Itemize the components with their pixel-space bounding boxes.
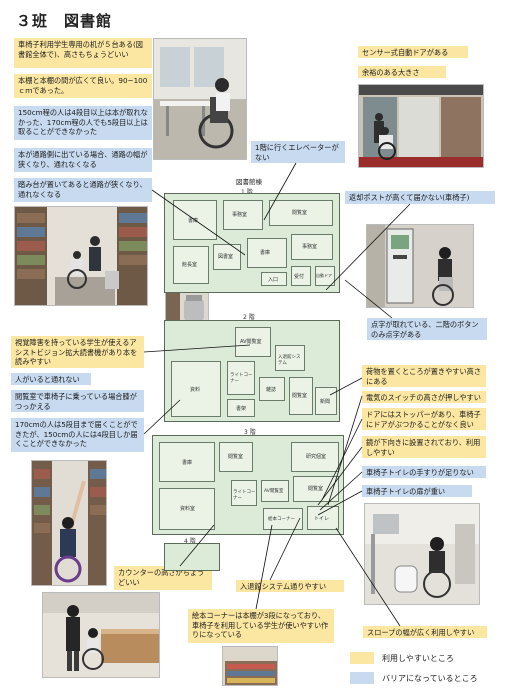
note-luggage-shelf: 荷物を置くところが置きやすい高さにある [362,365,486,387]
floor2-room: 閲覧室 [289,377,313,415]
note-books-in-aisle: 本が通路側に出ている場合、通路の幅が狭くなり、通れなくなる [14,148,152,172]
floor3-room: ライトコーナー [231,480,257,506]
floor2-room: 書架 [227,399,255,417]
photo-shelf-reach [31,460,107,586]
floor4-plan [164,543,220,571]
photo-bookshelf-aisle [14,206,148,306]
floor1-room: 図書室 [213,244,241,270]
photo-return-box [366,224,474,308]
note-light-switch: 電気のスイッチの高さが押しやすい [362,391,486,403]
floor1-plan: 書庫 事務室 閲覧室 館長室 図書室 書庫 事務室 入口 受付 自動ドア [164,193,340,293]
floor4-label: 4 階 [184,538,196,545]
floor2-room: ライトコーナー [227,361,255,395]
note-assistive-reader: 視覚障害を持っている学生が使えるアシストビジョン拡大読書機があり本を読みやすい [11,336,144,368]
floor3-room: 資料室 [159,488,215,530]
floor2-room: AV閲覧室 [235,327,271,357]
floor3-plan: 書庫 閲覧室 研究個室 資料室 ライトコーナー AV閲覧室 閲覧室 絵本コーナー… [152,435,344,535]
floor1-room: 事務室 [223,200,263,230]
floor3-label: 3 階 [244,429,256,436]
note-gate-system: 入退館システム通りやすい [236,580,344,592]
floor1-room: 書庫 [247,238,287,268]
photo-wheelchair-desk [153,38,247,160]
floor1-room: 受付 [291,266,311,286]
floor3-room: 閲覧室 [219,442,253,472]
photo-auto-door [358,84,484,168]
note-desk-height: 車椅子利用学生専用の机が５台ある(図書館全体で)、高さもちょうどいい [14,38,152,68]
legend-usable-swatch [350,652,374,664]
floor1-room: 閲覧室 [269,200,333,226]
note-step-stool: 踏み台が置いてあると通路が狭くなり、通れなくなる [14,178,152,202]
note-return-box: 返却ポストが高くて届かない(車椅子) [345,191,495,204]
note-elevator: 1階に行くエレベーターがない [251,141,345,163]
floor2-room: 資料 [171,361,221,417]
note-shelf-gap: 本棚と本棚の間が広くて良い。90~100ｃｍであった。 [14,74,152,98]
floor1-room: 入口 [261,272,287,286]
photo-accessible-toilet [364,503,480,605]
legend-usable-label: 利用しやすいところ [382,654,454,663]
note-shelf-reach-150: 150cm程の人は4段目以上は本が取れなかった、170cm程の人でも5段目以上は… [14,106,152,140]
floor1-room: 自動ドア [315,266,335,286]
note-door-stopper: ドアにはストッパーがあり、車椅子にドアがぶつかることがなく良い [362,408,486,430]
note-auto-door: センサー式自動ドアがある [358,46,468,58]
floor3-room: 研究個室 [291,442,339,472]
note-mirror: 鏡が下向きに設置されており、利用しやすい [362,436,486,458]
note-handrail: 車椅子トイレの手すりが足りない [362,466,486,478]
floor3-room: AV閲覧室 [261,480,289,502]
photo-counter [42,592,160,678]
note-crowded: 人がいると通れない [11,373,91,385]
photo-picture-books [222,646,278,686]
floor2-label: 2 階 [243,314,255,321]
note-shelf-reach-170: 170cmの人は5段目まで届くことができたが、150cmの人には4段目しか届くこ… [11,418,144,452]
floor1-room: 館長室 [173,246,209,284]
note-toilet-door: 車椅子トイレの扉が重い [362,485,472,497]
floor2-room: 入退館システム [275,345,305,371]
note-reading-room: 閲覧室で車椅子に乗っている場合膝がつっかえる [11,390,144,412]
legend-barrier-label: バリアになっているところ [382,674,478,683]
note-picture-books: 絵本コーナーは本棚が3段になっており、車椅子を利用している学生が使いやすい作りに… [188,609,334,643]
floor3-room: 絵本コーナー [263,508,303,530]
floor1-label: 1 階 [241,187,253,196]
note-braille: 点字が取れている、二階のボタンのみ点字がある [367,318,487,340]
page-title: ３班 図書館 [16,12,113,30]
legend-barrier-swatch [350,672,374,684]
map-heading: 図書館棟 [236,178,262,186]
floor3-room: 書庫 [159,442,215,482]
note-slope: スロープの幅が広く利用しやすい [363,626,487,638]
floor1-room: 事務室 [291,234,333,260]
note-entrance-space: 余裕のある大きさ [358,66,446,78]
floor3-room: トイレ [307,506,339,530]
floor2-room: 雑誌 [259,377,285,401]
